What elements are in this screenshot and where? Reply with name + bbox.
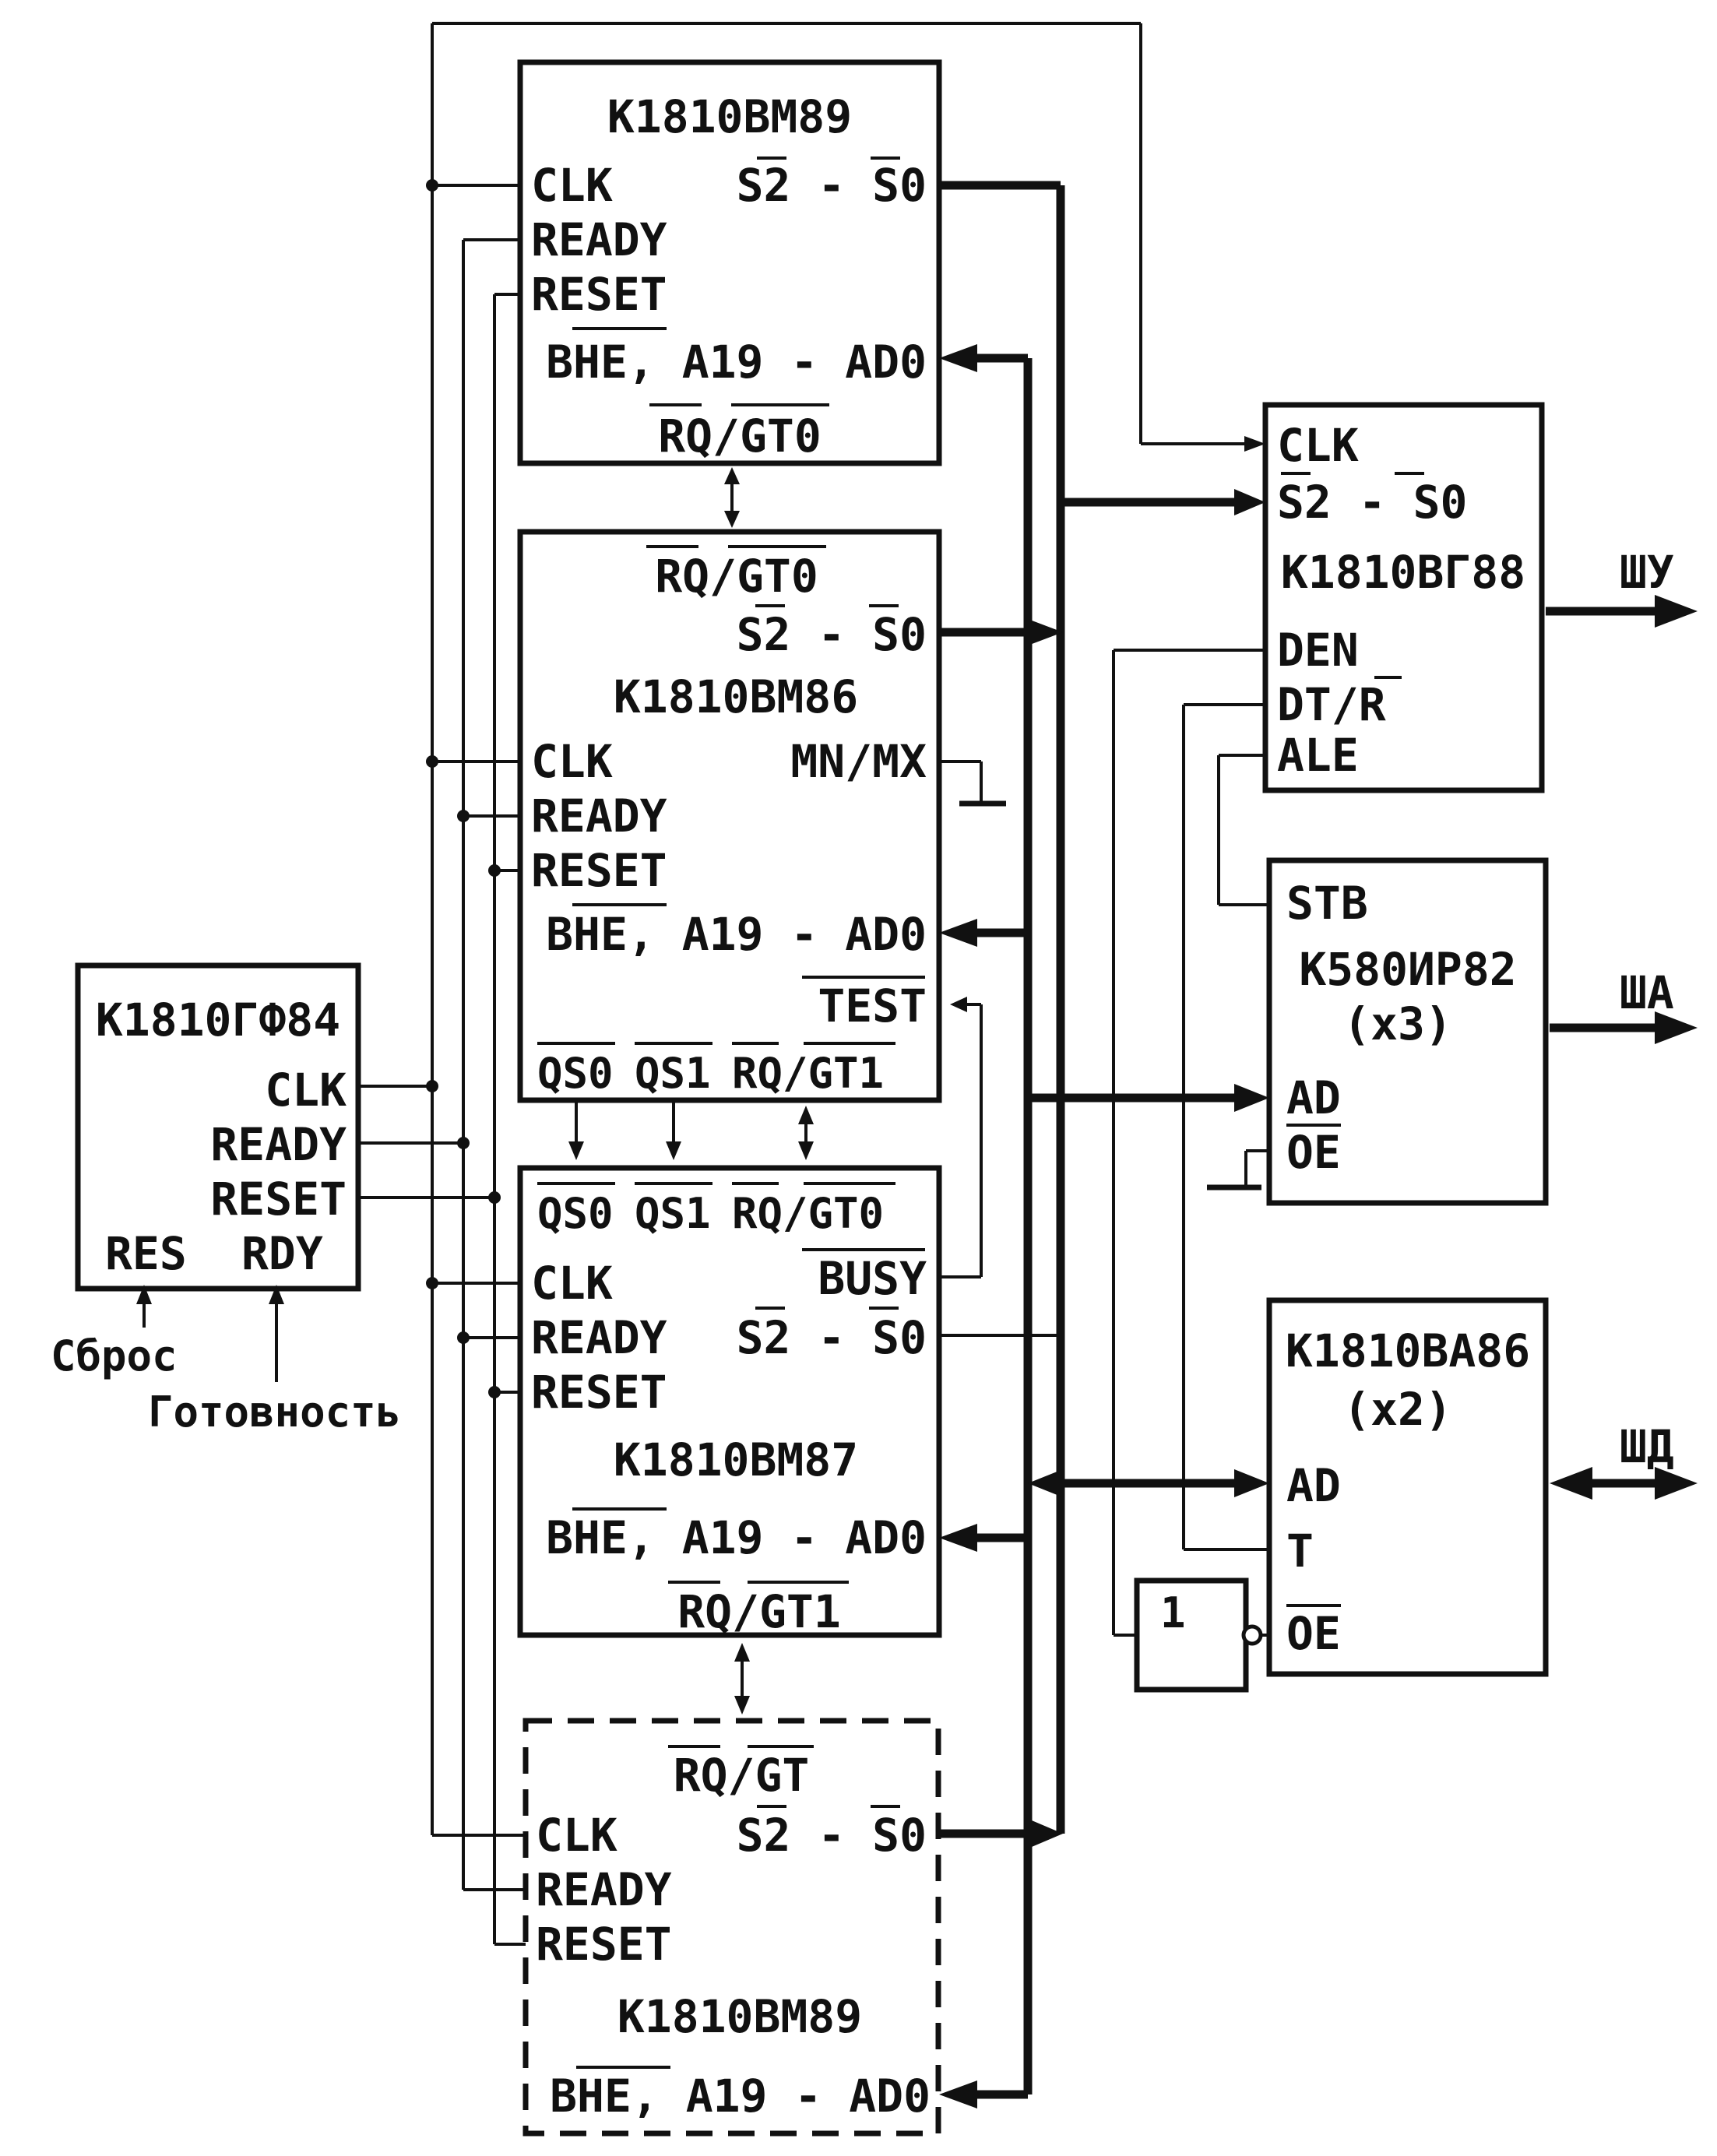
gf84-pin-rdy: RDY: [241, 1227, 323, 1280]
vm89-top-pin-rqgt: RQ/GT0: [658, 410, 822, 463]
vm87-pin-qs1: QS1: [635, 1189, 711, 1238]
gf84-title: К1810ГФ84: [96, 994, 340, 1046]
bus-wiring: [939, 181, 1659, 2099]
block-k1810vg88: [1262, 402, 1545, 793]
junction-dots: [426, 179, 501, 1398]
vm86-title: К1810ВМ86: [614, 670, 858, 723]
block-k1810va86: [1266, 1297, 1549, 1677]
inverter-gate: [1134, 1577, 1249, 1693]
address-bus-label: ША: [1620, 966, 1674, 1019]
vg88-pin-dtr: DT/R: [1277, 678, 1386, 731]
gf84-pin-clk: CLK: [265, 1064, 347, 1117]
vm87-title: К1810ВМ87: [614, 1433, 858, 1486]
vm89-bottom-title: К1810ВМ89: [617, 1990, 862, 2043]
vm86-pin-qs1: QS1: [635, 1049, 711, 1098]
vm87-pin-clk: CLK: [531, 1257, 613, 1310]
vm86-pin-s: S2 - S0: [737, 608, 927, 661]
arrowheads: [136, 344, 1698, 2109]
vm86-pin-mnmx: MN/MX: [790, 735, 927, 788]
inverter-bubble: [1241, 1624, 1263, 1646]
vm86-pin-qs0: QS0: [537, 1049, 614, 1098]
ready-input-label: Готовность: [148, 1388, 401, 1437]
vm86-pin-test: TEST: [818, 980, 927, 1032]
vm86-pin-ready: READY: [531, 790, 667, 842]
vm89-bottom-pin-reset: RESET: [536, 1918, 672, 1971]
vm89-bottom-pin-s: S2 - S0: [737, 1809, 927, 1862]
gf84-pin-reset: RESET: [210, 1173, 347, 1226]
gf84-pin-ready: READY: [210, 1118, 347, 1171]
va86-pin-t: T: [1286, 1525, 1314, 1577]
vm86-pin-reset: RESET: [531, 844, 667, 897]
block-k1810vm89-top: [517, 59, 942, 466]
vm89-top-pin-ready: READY: [531, 213, 667, 266]
block-k1810gf84: [75, 962, 361, 1292]
ir82-title: К580ИР82: [1299, 943, 1516, 996]
va86-pin-oe: OE: [1286, 1607, 1341, 1660]
inverter-label: 1: [1160, 1588, 1186, 1637]
vm89-top-title: К1810ВМ89: [607, 90, 852, 143]
reset-input-label: Сброс: [51, 1331, 178, 1380]
vm87-pin-ready: READY: [531, 1311, 667, 1364]
block-k580ir82: [1266, 857, 1549, 1206]
va86-count: (x2): [1343, 1383, 1452, 1436]
vm87-pin-bus: BHE, A19 - AD0: [546, 1511, 927, 1564]
vm89-top-pin-clk: CLK: [531, 159, 613, 212]
gf84-pin-res: RES: [105, 1227, 187, 1280]
vg88-pin-s: S2 - S0: [1277, 476, 1467, 529]
vm86-pin-bus: BHE, A19 - AD0: [546, 908, 927, 961]
vm89-top-pin-bus: BHE, A19 - AD0: [546, 336, 927, 389]
vm86-pin-clk: CLK: [531, 735, 613, 788]
vm89-bottom-pin-ready: READY: [536, 1863, 672, 1916]
vm89-top-pin-s: S2 - S0: [737, 159, 927, 212]
signal-overlines: [537, 157, 1424, 2069]
vm89-bottom-pin-clk: CLK: [536, 1809, 617, 1862]
block-k1810vm87: [517, 1165, 942, 1638]
control-wiring: [142, 22, 1269, 1946]
ir82-pin-oe: OE: [1286, 1126, 1341, 1179]
ir82-pin-stb: STB: [1286, 877, 1368, 930]
data-bus-label: ШД: [1620, 1420, 1674, 1473]
vm89-bottom-pin-bus: BHE, A19 - AD0: [550, 2070, 931, 2123]
block-k1810vm89-bottom: [522, 1718, 941, 2137]
va86-title: К1810ВА86: [1286, 1324, 1530, 1377]
vm87-pin-s: S2 - S0: [737, 1311, 927, 1364]
vm89-bottom-pin-rqgt: RQ/GT: [674, 1749, 810, 1802]
vg88-pin-den: DEN: [1277, 624, 1359, 677]
vg88-title: К1810ВГ88: [1281, 546, 1525, 599]
ir82-pin-ad: AD: [1286, 1071, 1341, 1124]
vg88-pin-ale: ALE: [1277, 729, 1359, 782]
vg88-pin-clk: CLK: [1277, 419, 1359, 472]
vm87-pin-busy: BUSY: [818, 1252, 927, 1305]
vm87-pin-rqgt1: RQ/GT1: [677, 1585, 841, 1638]
vm86-pin-rqgt0: RQ/GT0: [655, 550, 818, 603]
vm87-pin-qs0: QS0: [537, 1189, 614, 1238]
va86-pin-ad: AD: [1286, 1459, 1341, 1512]
vm89-top-pin-reset: RESET: [531, 268, 667, 321]
ir82-count: (x3): [1343, 997, 1452, 1050]
control-bus-label: ШУ: [1620, 546, 1674, 599]
vm86-pin-rqgt1: RQ/GT1: [732, 1049, 884, 1098]
vm87-pin-reset: RESET: [531, 1366, 667, 1419]
vm87-pin-rqgt0: RQ/GT0: [732, 1189, 884, 1238]
